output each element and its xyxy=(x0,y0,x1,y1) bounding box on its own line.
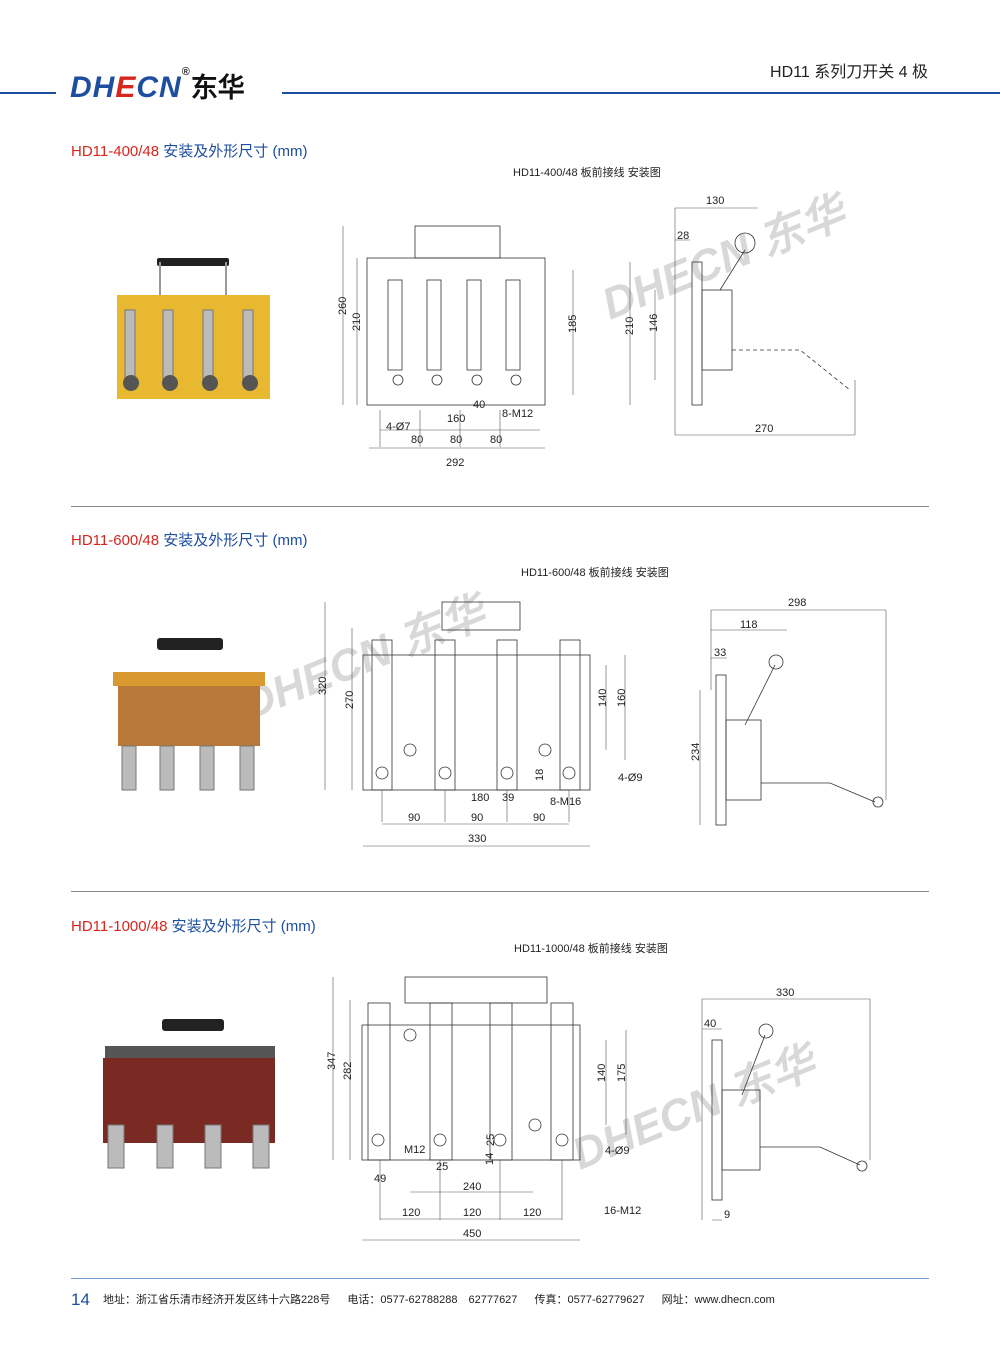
svg-text:175: 175 xyxy=(616,1064,628,1082)
svg-text:210: 210 xyxy=(624,317,636,335)
footer-website: 网址：www.dhecn.com xyxy=(661,1294,775,1306)
svg-text:120: 120 xyxy=(402,1207,420,1219)
footer: 14 地址：浙江省乐清市经济开发区纬十六路228号 电话：0577-627882… xyxy=(71,1290,775,1310)
svg-text:4-Ø9: 4-Ø9 xyxy=(605,1145,629,1157)
svg-text:33: 33 xyxy=(714,647,726,659)
svg-text:282: 282 xyxy=(342,1062,354,1080)
drawing-caption-1000: HD11-1000/48 板前接线 安装图 xyxy=(514,943,668,955)
svg-text:330: 330 xyxy=(468,833,486,845)
svg-text:180: 180 xyxy=(471,792,489,804)
svg-text:80: 80 xyxy=(450,434,462,446)
svg-text:270: 270 xyxy=(344,691,356,709)
svg-text:14: 14 xyxy=(484,1153,496,1165)
product-photo-400 xyxy=(117,258,270,399)
svg-text:140: 140 xyxy=(597,689,609,707)
footer-phone: 电话：0577-62788288 62777627 xyxy=(347,1294,518,1306)
svg-text:234: 234 xyxy=(690,743,702,761)
svg-text:320: 320 xyxy=(317,677,329,695)
svg-text:240: 240 xyxy=(463,1181,481,1193)
divider xyxy=(71,891,929,892)
svg-text:270: 270 xyxy=(755,423,773,435)
svg-text:25: 25 xyxy=(436,1161,448,1173)
svg-text:80: 80 xyxy=(411,434,423,446)
svg-text:39: 39 xyxy=(502,792,514,804)
svg-text:160: 160 xyxy=(616,689,628,707)
svg-text:4-Ø7: 4-Ø7 xyxy=(386,421,410,433)
svg-text:292: 292 xyxy=(446,457,464,469)
svg-text:120: 120 xyxy=(463,1207,481,1219)
front-drawing-400: 260 210 185 4-Ø7 160 40 8-M12 80 80 80 2… xyxy=(337,225,579,469)
svg-text:25: 25 xyxy=(485,1134,497,1146)
section-title-1000: HD11-1000/48 安装及外形尺寸 (mm) xyxy=(71,918,316,935)
section-title-400: HD11-400/48 安装及外形尺寸 (mm) xyxy=(71,143,308,160)
divider xyxy=(71,506,929,507)
svg-text:260: 260 xyxy=(337,297,349,315)
svg-text:298: 298 xyxy=(788,597,806,609)
front-drawing-1000: 347 282 140 175 M12 25 25 14 4-Ø9 49 240… xyxy=(326,976,641,1241)
svg-text:90: 90 xyxy=(533,812,545,824)
side-drawing-1000: 330 40 9 xyxy=(701,987,871,1221)
side-drawing-400: 130 28 210 146 270 xyxy=(624,195,856,436)
svg-text:49: 49 xyxy=(374,1173,386,1185)
svg-text:8-M12: 8-M12 xyxy=(502,408,533,420)
header-rule-left xyxy=(0,92,56,94)
svg-text:130: 130 xyxy=(706,195,724,207)
svg-text:347: 347 xyxy=(326,1052,338,1070)
svg-text:28: 28 xyxy=(677,230,689,242)
header-rule xyxy=(282,92,1000,94)
front-drawing-600: 320 270 140 160 4-Ø9 18 180 39 8-M16 90 … xyxy=(317,601,642,847)
page-number: 14 xyxy=(71,1290,90,1309)
footer-address: 地址：浙江省乐清市经济开发区纬十六路228号 xyxy=(102,1294,331,1306)
drawing-caption-600: HD11-600/48 板前接线 安装图 xyxy=(521,567,669,579)
watermark: DHECN 东华 xyxy=(235,585,497,729)
svg-text:90: 90 xyxy=(408,812,420,824)
svg-text:4-Ø9: 4-Ø9 xyxy=(618,772,642,784)
brand-logo: DHECN®东华 xyxy=(70,66,245,104)
svg-text:146: 146 xyxy=(648,314,660,332)
svg-text:16-M12: 16-M12 xyxy=(604,1205,641,1217)
series-title: HD11 系列刀开关 4 极 xyxy=(770,64,928,81)
svg-text:90: 90 xyxy=(471,812,483,824)
side-drawing-600: 298 118 33 234 xyxy=(690,597,887,826)
svg-text:40: 40 xyxy=(473,399,485,411)
footer-fax: 传真：0577-62779627 xyxy=(534,1294,645,1306)
svg-text:210: 210 xyxy=(351,313,363,331)
product-photo-600 xyxy=(113,638,265,791)
svg-text:160: 160 xyxy=(447,413,465,425)
svg-text:330: 330 xyxy=(776,987,794,999)
svg-text:M12: M12 xyxy=(404,1144,425,1156)
watermark: DHECN 东华 xyxy=(595,185,857,329)
svg-text:120: 120 xyxy=(523,1207,541,1219)
svg-text:18: 18 xyxy=(534,769,546,781)
footer-rule xyxy=(71,1278,929,1279)
section-title-600: HD11-600/48 安装及外形尺寸 (mm) xyxy=(71,532,308,549)
svg-text:140: 140 xyxy=(596,1064,608,1082)
svg-text:8-M16: 8-M16 xyxy=(550,796,581,808)
drawing-caption-400: HD11-400/48 板前接线 安装图 xyxy=(513,167,661,179)
product-photo-1000 xyxy=(103,1019,275,1169)
svg-text:450: 450 xyxy=(463,1228,481,1240)
svg-text:40: 40 xyxy=(704,1018,716,1030)
svg-text:118: 118 xyxy=(740,619,758,631)
svg-text:185: 185 xyxy=(567,315,579,333)
svg-text:9: 9 xyxy=(724,1209,730,1221)
svg-text:80: 80 xyxy=(490,434,502,446)
watermark: DHECN 东华 xyxy=(565,1035,827,1179)
